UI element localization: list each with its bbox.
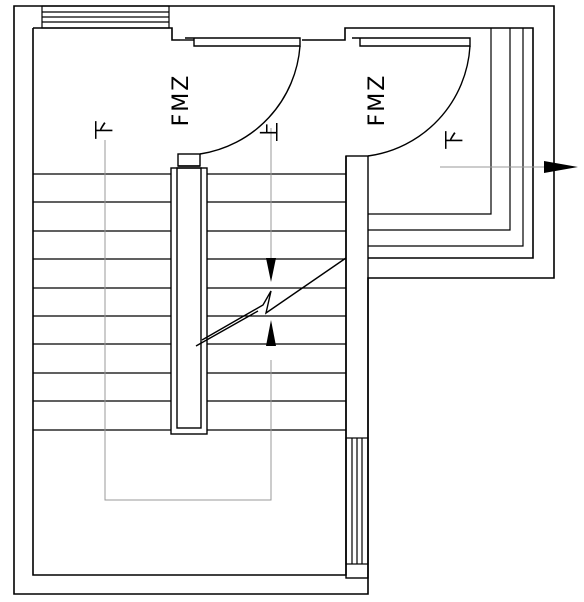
door-left-swing-arc [199,45,301,155]
stair-down-right-label: 下 [442,130,466,150]
inner-wall-top [33,27,180,41]
guide-path [104,140,272,501]
door-right-label-group: FMZ [365,74,390,127]
stair-down-left-label: 下 [92,120,116,140]
door-left-leaf [185,37,301,47]
door-right-swing-arc [367,45,471,157]
door-right [352,37,471,157]
stair-down-right-group: 下 [442,130,466,150]
exit-lines [368,28,524,247]
door-left [180,37,301,155]
stair-up-group: 上 [258,122,282,142]
inner-wall-top-mid [302,27,534,259]
direction-arrows [266,128,276,346]
exit-arrow-head [544,161,578,173]
door-right-leaf [352,37,471,47]
door-right-label: FMZ [365,74,390,127]
exit-arrow [440,161,578,173]
arrow-down-marker [266,258,276,282]
stair-treads [33,173,346,431]
stair-up-label: 上 [258,122,282,142]
top-window [41,5,170,29]
stair-down-left-group: 下 [92,120,116,140]
door-left-label-group: FMZ [169,74,194,127]
partition-wall [177,153,369,579]
side-window [345,437,369,565]
break-line [195,257,347,347]
door-left-label: FMZ [169,74,194,127]
stair-handrail [170,167,208,435]
